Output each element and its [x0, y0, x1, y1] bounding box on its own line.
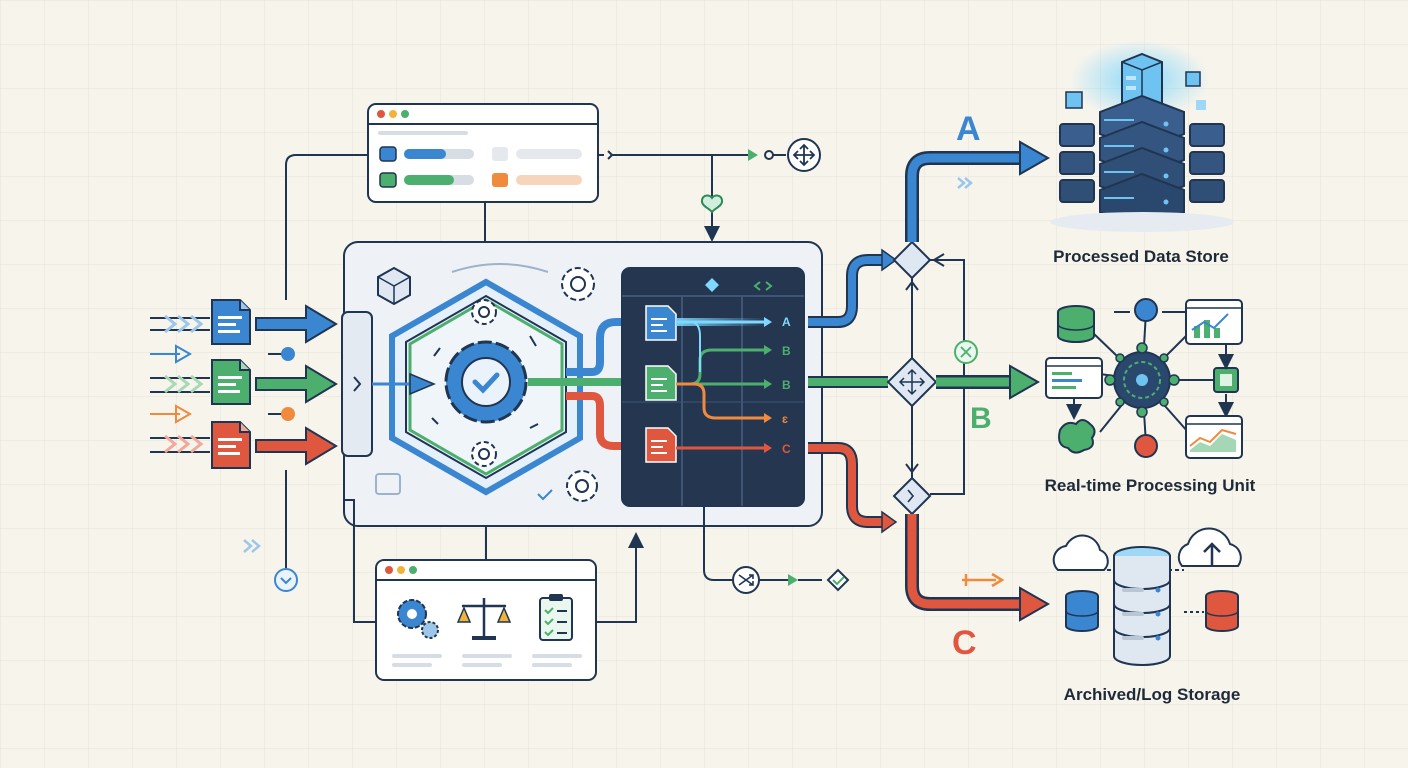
cube-icon	[377, 266, 411, 306]
routing-panel: A B B ɛ C	[621, 267, 805, 507]
route-c-label: C	[952, 624, 977, 662]
code-window-icon	[1045, 357, 1103, 399]
scale-icon	[456, 598, 512, 640]
archived-log-storage-label: Archived/Log Storage	[1064, 685, 1241, 704]
database-icon	[1057, 305, 1095, 343]
gear-icon	[471, 441, 497, 467]
route-a: A	[905, 110, 1051, 242]
document-icon	[645, 365, 677, 401]
processed-data-store-label: Processed Data Store	[1053, 247, 1229, 266]
row-label-b: B	[782, 344, 791, 358]
document-icon	[645, 427, 677, 463]
row-label-e: ɛ	[782, 412, 788, 426]
chart-icon	[1185, 299, 1243, 345]
cloud-icon	[1177, 527, 1242, 567]
document-icon	[211, 359, 251, 405]
archived-log-storage: Archived/Log Storage	[1052, 527, 1242, 704]
checklist-icon	[539, 594, 573, 641]
route-b-label: B	[970, 402, 992, 435]
row-label-c: C	[782, 442, 791, 456]
route-b: B	[936, 364, 1041, 435]
processed-data-store: Processed Data Store	[1050, 40, 1234, 266]
server-stack-icon	[1050, 52, 1234, 232]
gear-icon	[561, 267, 595, 301]
cloud-icon	[1052, 534, 1109, 571]
database-icon	[1113, 546, 1171, 666]
gear-icon	[397, 599, 439, 639]
realtime-processing-unit-label: Real-time Processing Unit	[1045, 476, 1256, 495]
checkmark-icon	[444, 340, 528, 424]
document-icon	[211, 299, 251, 345]
heart-icon	[700, 194, 724, 214]
router	[808, 240, 978, 534]
config-window	[367, 103, 599, 244]
document-icon	[211, 421, 251, 469]
gear-icon	[471, 299, 497, 325]
row-label-b: B	[782, 378, 791, 392]
validation-flow	[703, 506, 850, 594]
document-icon	[645, 305, 677, 341]
chart-icon	[1185, 415, 1243, 459]
checkmark-icon	[826, 568, 850, 592]
route-a-label: A	[956, 110, 981, 148]
database-icon	[1065, 590, 1099, 632]
chevron-down-icon	[274, 568, 298, 592]
map-icon	[1058, 419, 1096, 454]
tools-window	[344, 499, 644, 681]
route-c: C	[905, 514, 1051, 662]
database-icon	[1205, 590, 1239, 632]
feedback-loop	[598, 138, 821, 242]
input-streams	[150, 154, 368, 592]
row-label-a: A	[782, 315, 791, 329]
realtime-processing-unit: Real-time Processing Unit	[1045, 298, 1256, 495]
gear-icon	[566, 470, 598, 502]
